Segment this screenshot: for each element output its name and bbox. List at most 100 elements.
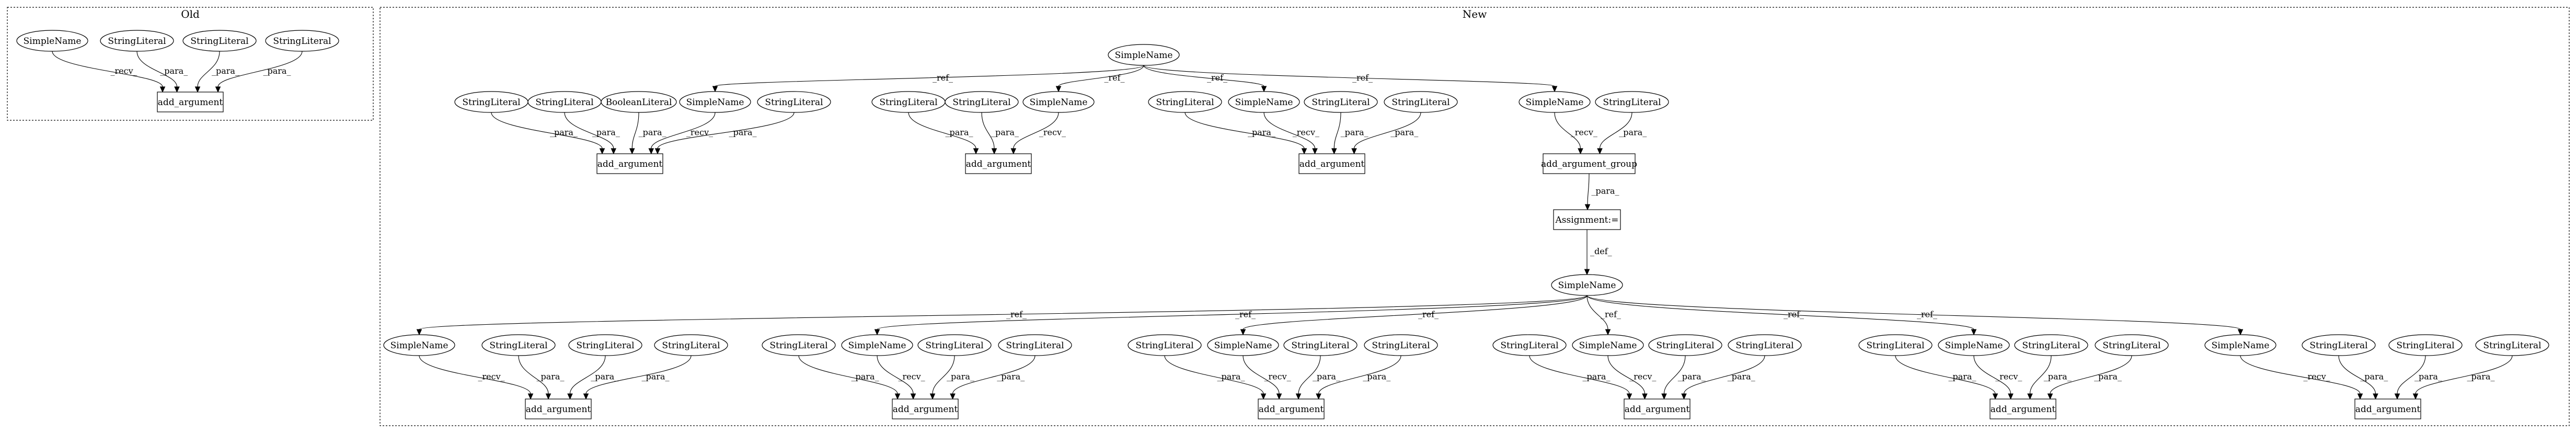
node-ellipse-shape	[601, 91, 677, 113]
edge-arrowhead	[1971, 329, 1977, 336]
node-label: StringLiteral	[2309, 340, 2367, 351]
string-literal-node: StringLiteral	[1648, 334, 1722, 356]
add-argument-node: add_argument	[1624, 398, 1690, 419]
edge-recv: _recv_	[648, 112, 716, 155]
edge-ref: _ref_	[1586, 295, 1977, 336]
string-literal-node: StringLiteral	[1304, 91, 1378, 113]
edge-arrowhead	[527, 393, 534, 400]
edge-label: _recv_	[1039, 127, 1066, 137]
edge-label: _ref_	[933, 73, 953, 83]
boolean-literal-node: BooleanLiteral	[601, 91, 677, 113]
edge-arrowhead	[1260, 393, 1267, 400]
node-label: StringLiteral	[2022, 340, 2080, 351]
edge-arrowhead	[1295, 393, 1302, 400]
edge-line	[2050, 355, 2132, 394]
edge-ref: _ref_	[416, 295, 1588, 336]
cluster-new-label: New	[1463, 8, 1487, 20]
edge-arrowhead	[1331, 148, 1337, 155]
add-argument-node: add_argument	[2354, 398, 2421, 419]
edge-line	[1607, 355, 1646, 394]
simple-name-node: SimpleName	[2204, 334, 2276, 356]
node-label: StringLiteral	[662, 340, 720, 351]
edge-line	[1973, 355, 2011, 394]
node-label: add_argument	[893, 404, 958, 415]
node-label: StringLiteral	[1156, 97, 1214, 108]
edge-label: _ref_	[1917, 309, 1937, 319]
node-ellipse-shape	[383, 334, 455, 356]
node-label: SimpleName	[390, 340, 448, 351]
edge-arrowhead	[894, 393, 901, 400]
edge-para: _para_	[2338, 355, 2388, 400]
node-label: add_argument	[1625, 404, 1690, 415]
node-label: StringLiteral	[879, 97, 937, 108]
node-label: StringLiteral	[273, 36, 331, 47]
node-ellipse-shape	[1108, 44, 1180, 66]
edge-line	[1895, 355, 1996, 394]
edge-ref: _ref_	[712, 65, 1144, 93]
edge-line	[2415, 355, 2513, 394]
string-literal-node: StringLiteral	[100, 30, 174, 52]
edge-label: _para_	[537, 371, 565, 381]
edge-arrowhead	[2357, 393, 2363, 400]
node-label: StringLiteral	[765, 97, 823, 108]
edge-line	[932, 355, 955, 394]
edge-arrowhead	[159, 86, 166, 93]
node-ellipse-shape	[1364, 334, 1438, 356]
edge-line	[1243, 355, 1280, 394]
node-box-shape	[2354, 398, 2421, 419]
node-ellipse-shape	[1128, 334, 1202, 356]
edge-arrowhead	[1261, 86, 1267, 93]
node-label: StringLiteral	[462, 97, 520, 108]
edge-arrowhead	[2008, 393, 2014, 400]
edge-label: _ref_	[1784, 309, 1804, 319]
simple-name-node: SimpleName	[16, 30, 88, 52]
node-label: SimpleName	[1115, 50, 1173, 61]
edge-arrowhead	[929, 393, 936, 400]
edge-line	[217, 51, 303, 87]
edge-arrowhead	[567, 393, 573, 400]
edge-ref: _ref_	[1143, 65, 1267, 93]
edge-para: _para_	[194, 51, 239, 93]
edge-label: _recv_	[686, 127, 713, 137]
node-ellipse-shape	[762, 334, 836, 356]
node-label: add_argument	[1991, 404, 2056, 415]
edge-line	[1013, 112, 1059, 149]
node-label: StringLiteral	[1735, 340, 1793, 351]
node-box-shape	[596, 153, 663, 174]
string-literal-node: StringLiteral	[1728, 334, 1802, 356]
edge-label: _para_	[160, 66, 188, 76]
edge-line	[518, 355, 549, 394]
node-label: StringLiteral	[2396, 340, 2454, 351]
edge-para: _para_	[583, 355, 692, 400]
edge-recv: _recv_	[2240, 355, 2363, 400]
edge-line	[1587, 173, 1590, 205]
cluster-new	[380, 7, 2570, 426]
edge-line	[52, 51, 163, 87]
node-ellipse-shape	[2014, 334, 2088, 356]
edge-line	[1318, 355, 1401, 394]
edge-line	[419, 355, 531, 394]
edge-para: _para_	[567, 355, 618, 400]
string-literal-node: StringLiteral	[1364, 334, 1438, 356]
simple-name-node: SimpleName	[383, 334, 455, 356]
edge-line	[1184, 112, 1305, 149]
add-argument-node: add_argument	[525, 398, 592, 419]
edge-line	[952, 355, 1036, 394]
edge-label: _para_	[2467, 371, 2495, 381]
edge-line	[715, 65, 1144, 87]
edge-label: _recv_	[1571, 127, 1597, 137]
edge-para: _para_	[1295, 355, 1340, 400]
edge-line	[1298, 355, 1321, 394]
edge-label: _recv_	[1995, 371, 2022, 381]
node-ellipse-shape	[1384, 91, 1458, 113]
edge-label: _para_	[1363, 371, 1390, 381]
edge-ref: _ref_	[874, 295, 1588, 336]
cluster-old-label: Old	[181, 8, 200, 20]
edge-label: _recv_	[478, 371, 505, 381]
string-literal-node: StringLiteral	[1492, 334, 1567, 356]
edge-para: _para_	[798, 355, 901, 400]
string-literal-node: StringLiteral	[1858, 334, 1933, 356]
node-label: Assignment:=	[1555, 215, 1619, 225]
add-argument-group-node: add_argument_group	[1541, 153, 1637, 174]
